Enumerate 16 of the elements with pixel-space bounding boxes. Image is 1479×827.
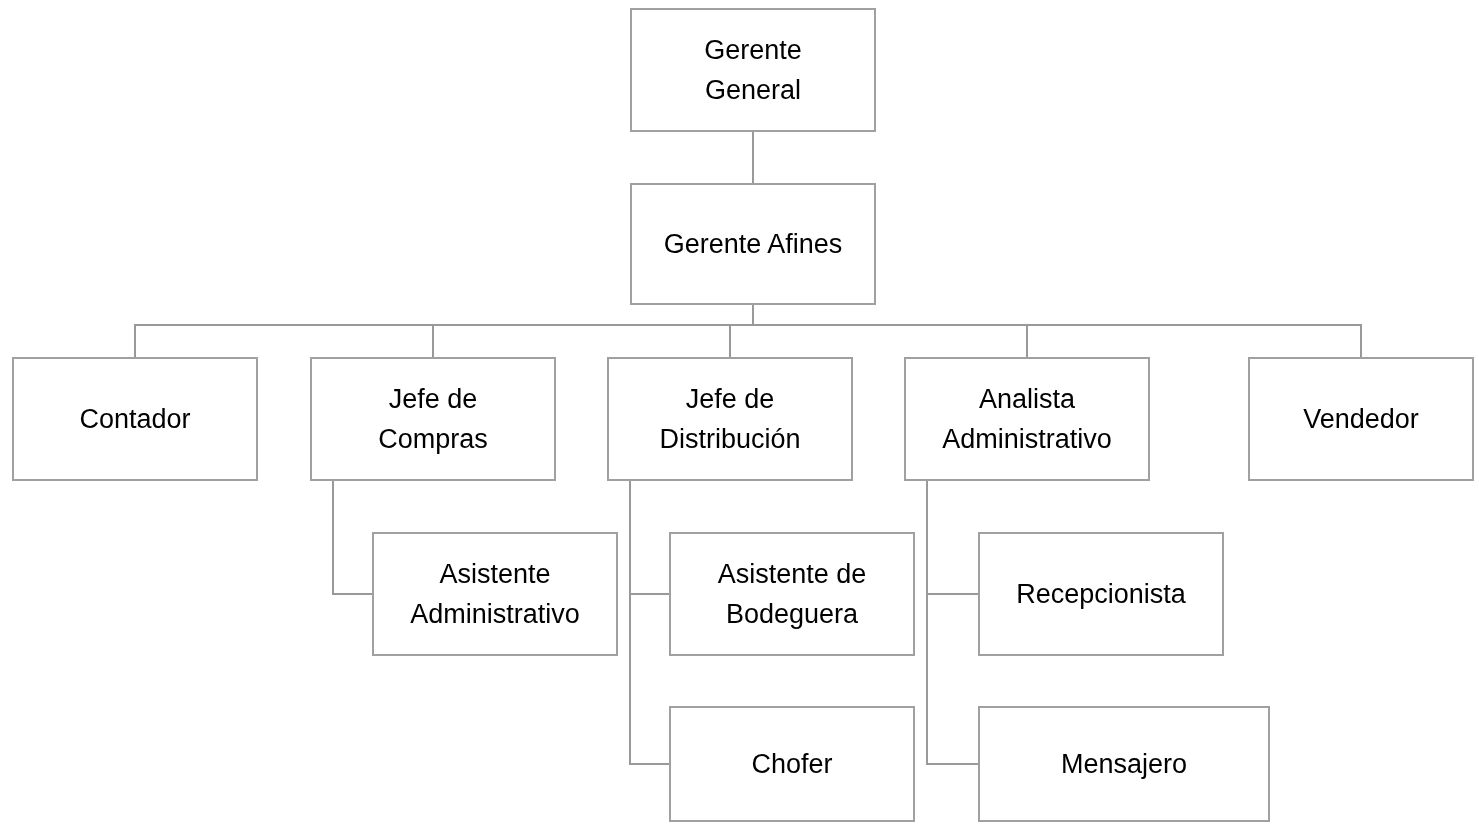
- position-box: Asistente Administrativo: [372, 532, 618, 656]
- position-box: Chofer: [669, 706, 915, 822]
- position-box: Vendedor: [1248, 357, 1474, 481]
- connector-line: [926, 480, 979, 765]
- position-box: Recepcionista: [978, 532, 1224, 656]
- position-box: Contador: [12, 357, 258, 481]
- position-box: Jefe de Distribución: [607, 357, 853, 481]
- connector-line: [332, 480, 373, 595]
- position-box: Jefe de Compras: [310, 357, 556, 481]
- position-box: Gerente Afines: [630, 183, 876, 305]
- position-box: Gerente General: [630, 8, 876, 132]
- position-box: Analista Administrativo: [904, 357, 1150, 481]
- position-box: Asistente de Bodeguera: [669, 532, 915, 656]
- position-box: Mensajero: [978, 706, 1270, 822]
- connector-line: [752, 131, 754, 184]
- connector-line: [629, 480, 670, 765]
